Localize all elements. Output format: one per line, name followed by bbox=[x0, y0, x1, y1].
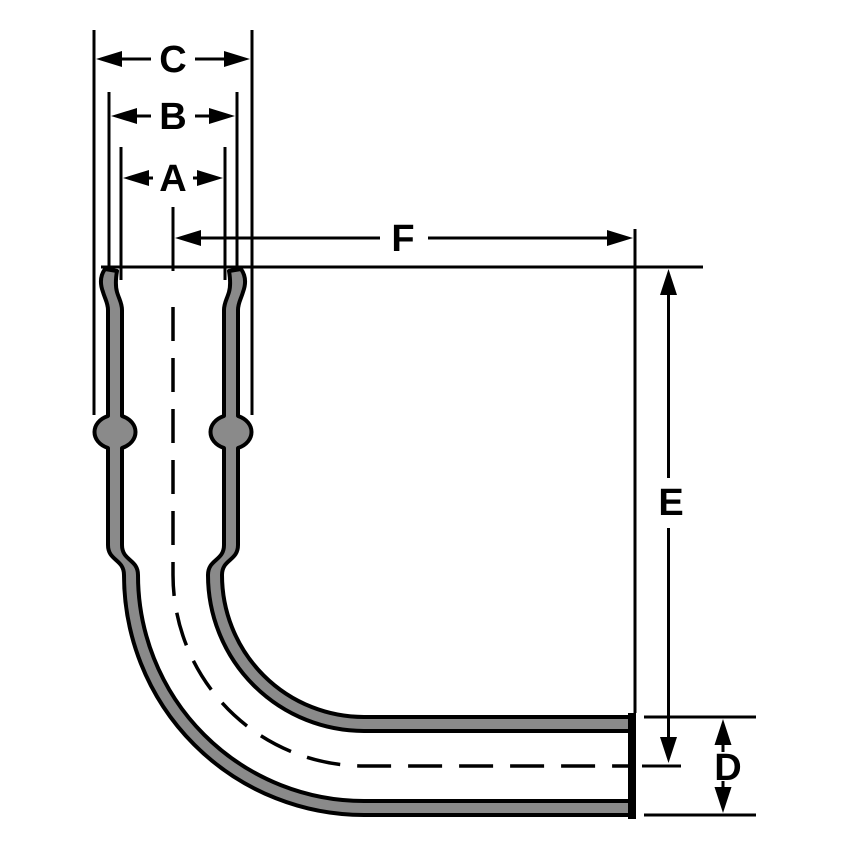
arrowhead-b-right bbox=[209, 108, 235, 124]
dimension-f: F bbox=[175, 218, 637, 713]
dimension-c: C bbox=[92, 30, 254, 415]
tube-outer-wall bbox=[92, 267, 632, 817]
arrowhead-e-down bbox=[660, 737, 677, 763]
dimension-a: A bbox=[119, 147, 227, 280]
tube-inner-wall bbox=[206, 267, 632, 733]
arrowhead-a-left bbox=[123, 170, 149, 186]
arrowhead-b-left bbox=[111, 108, 137, 124]
arrowhead-f-left bbox=[175, 230, 201, 246]
label-b: B bbox=[159, 96, 186, 138]
label-f: F bbox=[391, 218, 414, 260]
label-c: C bbox=[159, 39, 186, 81]
arrowhead-d-up bbox=[714, 719, 732, 745]
arrowhead-c-right bbox=[224, 51, 250, 67]
arrowhead-e-up bbox=[660, 269, 677, 295]
label-d: D bbox=[714, 747, 741, 789]
arrowhead-f-right bbox=[607, 230, 633, 246]
tube-end-cap bbox=[628, 713, 636, 819]
arrowhead-c-left bbox=[96, 51, 122, 67]
tube-centerline bbox=[171, 307, 628, 768]
arrowhead-a-right bbox=[197, 170, 223, 186]
elbow-tube bbox=[92, 267, 636, 819]
arrowhead-d-down bbox=[714, 787, 732, 813]
label-e: E bbox=[658, 482, 683, 524]
label-a: A bbox=[159, 158, 186, 200]
dimension-e: E bbox=[658, 269, 684, 763]
dimension-d: D bbox=[644, 715, 756, 817]
